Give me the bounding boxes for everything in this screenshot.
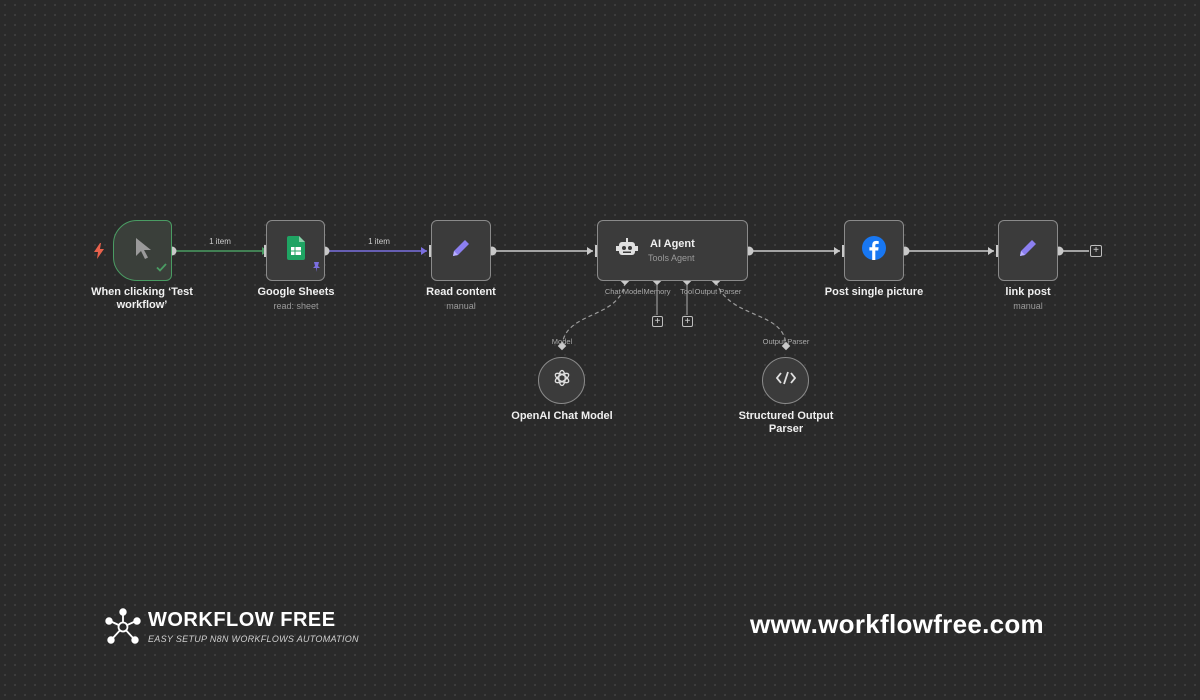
input-handle[interactable] [595,245,598,257]
sub-connections [561,281,787,347]
add-node-button[interactable]: + [1090,245,1102,257]
facebook-title: Post single picture [824,286,924,298]
port-label-output-parser-input: Output Parser [762,337,810,346]
google-sheets-subtitle: read: sheet [273,301,319,311]
ai-agent-title: AI Agent [650,238,695,250]
arrowhead [587,247,593,255]
read-content-title: Read content [426,286,496,298]
ai-agent-subtitle: Tools Agent [648,253,695,263]
website-url: www.workflowfree.com [750,609,1044,639]
input-handle[interactable] [429,245,432,257]
ai-agent-node[interactable] [597,220,748,281]
openai-icon [552,368,572,393]
add-memory-button[interactable]: + [652,316,663,327]
lightning-icon [94,243,104,264]
read-content-subtitle: manual [446,301,476,311]
arrowhead [834,247,840,255]
structured-output-parser-node[interactable] [762,357,809,404]
edge-label-item-count: 1 item [368,237,390,246]
sub-port-stubs [656,282,688,315]
port-label-output-parser: Output Parser [694,287,742,296]
cursor-icon [133,236,153,265]
structured-output-parser-title-line1: Structured Output [738,410,834,422]
structured-output-parser-title-line2: Parser [768,423,804,435]
brand-name: WORKFLOW FREE [148,609,336,631]
pin-icon[interactable] [312,259,321,277]
input-handle[interactable] [842,245,845,257]
openai-chat-model-node[interactable] [538,357,585,404]
openai-chat-model-title: OpenAI Chat Model [511,410,613,422]
google-sheets-node[interactable] [266,220,325,281]
link-post-subtitle: manual [1013,301,1043,311]
brand-tagline: EASY SETUP N8N WORKFLOWS AUTOMATION [148,634,359,644]
check-icon [156,259,167,277]
facebook-node[interactable] [844,220,904,281]
arrowhead [421,247,427,255]
google-sheets-icon [286,236,305,265]
read-content-node[interactable] [431,220,491,281]
sub-port-diamond[interactable] [781,341,791,351]
port-label-model: Model [551,337,573,346]
trigger-node-title: When clicking ‘Test workflow’ [91,286,193,311]
port-label-chat-model: Chat Model [604,287,644,296]
code-icon [775,371,796,390]
link-post-title: link post [1005,286,1051,298]
connection-model-agent[interactable] [561,281,626,347]
add-tool-button[interactable]: + [682,316,693,327]
arrowhead [988,247,994,255]
pencil-icon [1017,237,1039,264]
robot-icon [616,238,638,263]
edge-label-item-count: 1 item [209,237,231,246]
google-sheets-title: Google Sheets [257,286,335,298]
port-label-tool: Tool [680,287,694,296]
link-post-node[interactable] [998,220,1058,281]
facebook-icon [862,236,886,265]
workflow-free-logo-icon [104,608,142,651]
input-handle[interactable] [264,245,267,257]
port-label-memory: Memory [643,287,671,296]
input-handle[interactable] [996,245,999,257]
pencil-icon [450,237,472,264]
trigger-node[interactable] [113,220,172,281]
sub-port-diamond[interactable] [557,341,567,351]
